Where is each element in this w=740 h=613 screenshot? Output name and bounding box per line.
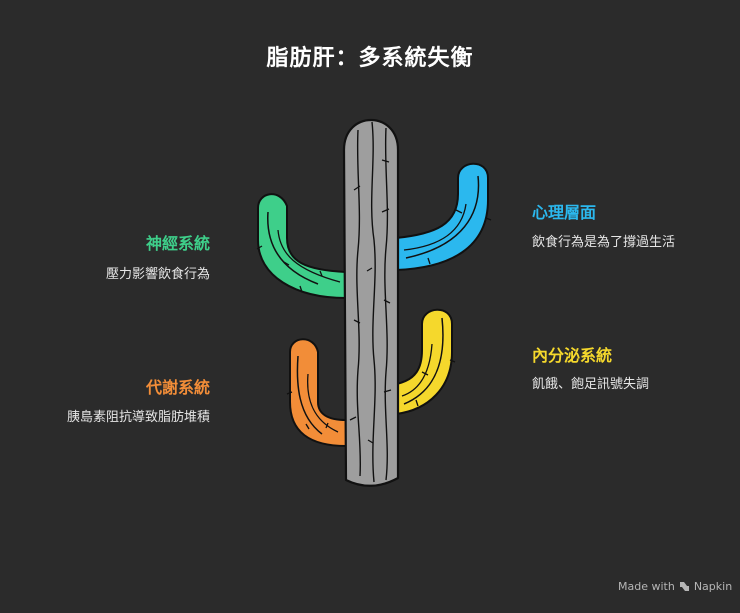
metabolic-system-arm [286,338,347,447]
metabolic-system-label: 代謝系統 [145,378,210,397]
nervous-system-label: 神經系統 [145,234,210,253]
endocrine-system-desc: 飢餓、飽足訊號失調 [532,377,650,392]
endocrine-system-arm [395,308,456,415]
nervous-system-desc: 壓力影響飲食行為 [105,267,210,282]
footer-attribution[interactable]: Made with Napkin [618,580,732,593]
endocrine-system-label: 內分泌系統 [532,346,613,365]
psychological-desc: 飲食行為是為了撐過生活 [532,235,676,250]
metabolic-system-desc: 胰島素阻抗導致脂肪堆積 [66,410,210,425]
page-title: 脂肪肝：多系統失衡 [266,46,474,71]
nervous-system-arm [256,193,347,299]
psychological-arm [395,162,492,271]
made-with-text: Made with [618,580,675,593]
psychological-label: 心理層面 [532,203,597,222]
brand-name: Napkin [693,580,733,593]
napkin-logo-icon [679,582,689,591]
cactus-trunk [342,118,400,487]
